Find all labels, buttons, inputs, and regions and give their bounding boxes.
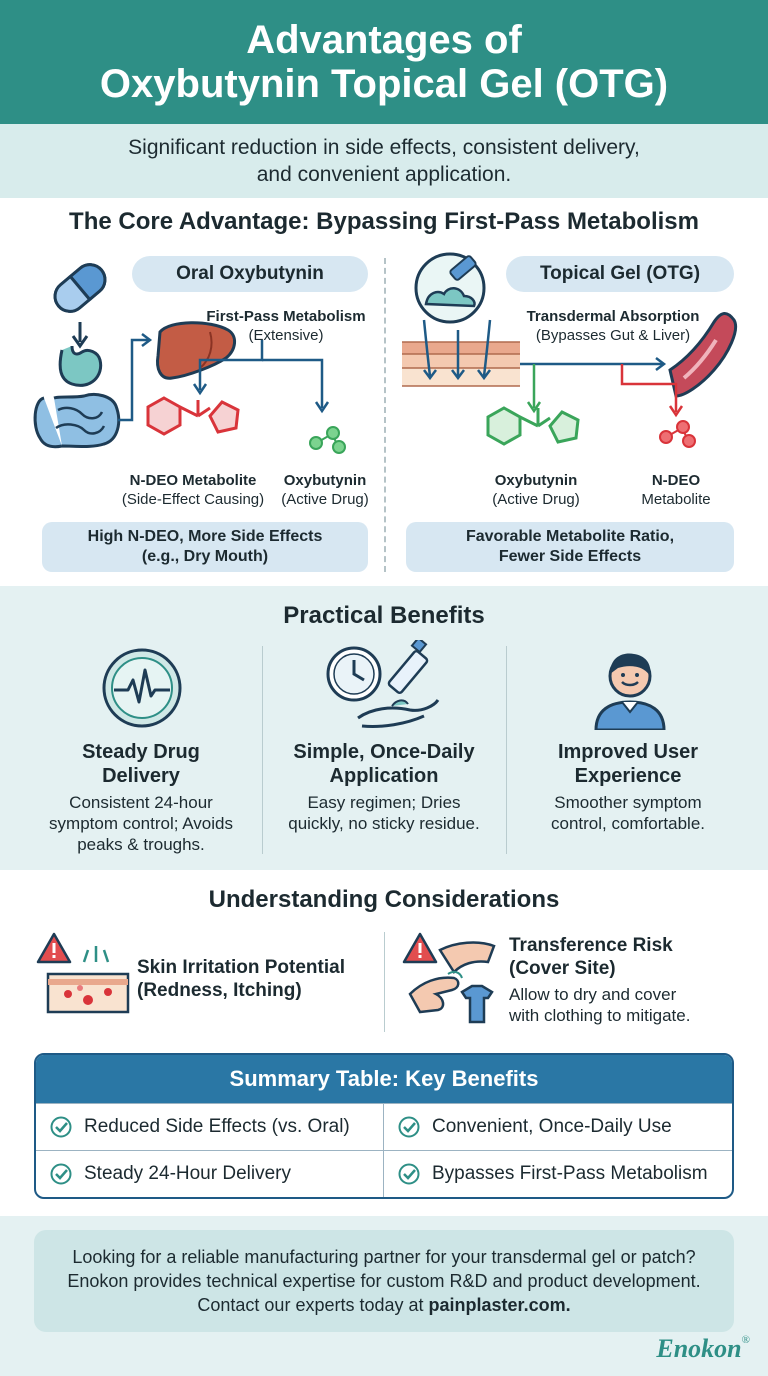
summary-cell-bypasses-first-pass: Bypasses First-Pass Metabolism (384, 1150, 732, 1197)
otg-n-deo-title: N-DEO (651, 472, 701, 489)
page-title-line1: Advantages of (246, 18, 522, 62)
intestine-icon (33, 392, 121, 449)
transdermal-sub: (Bypasses Gut & Liver) (535, 327, 691, 344)
brand-mark: ® (741, 1334, 750, 1346)
subtitle-line1: Significant reduction in side effects, c… (128, 136, 640, 159)
core-section-title: The Core Advantage: Bypassing First-Pass… (69, 208, 699, 235)
otg-oxybutynin-label: Oxybutynin (Active Drug) (474, 471, 598, 509)
oral-result-line1: High N-DEO, More Side Effects (87, 528, 323, 545)
transference-desc-line2: with clothing to mitigate. (509, 1006, 691, 1025)
otg-n-deo-molecule-icon (659, 420, 696, 448)
brand-name: Enokon (656, 1334, 742, 1363)
practical-divider-2 (506, 646, 507, 854)
brand-logo: Enokon® (656, 1334, 750, 1364)
summary-cell-text: Reduced Side Effects (vs. Oral) (84, 1116, 350, 1137)
oral-oxybutynin-label: Oxybutynin (Active Drug) (272, 471, 378, 509)
page-title-line2: Oxybutynin Topical Gel (OTG) (99, 62, 669, 106)
liver-icon (156, 321, 236, 380)
n-deo-metabolite-label: N-DEO Metabolite (Side-Effect Causing) (108, 471, 278, 509)
summary-cell-reduced-side-effects: Reduced Side Effects (vs. Oral) (36, 1103, 384, 1150)
considerations-title: Understanding Considerations (208, 886, 560, 913)
first-pass-title: First-Pass Metabolism (206, 308, 366, 325)
summary-cell-text: Convenient, Once-Daily Use (432, 1116, 672, 1137)
header-banner: Advantages of Oxybutynin Topical Gel (OT… (0, 0, 768, 124)
subtitle-band: Significant reduction in side effects, c… (0, 124, 768, 198)
transference-text: Transference Risk(Cover Site) Allow to d… (509, 934, 749, 1026)
skin-irritation-text: Skin Irritation Potential(Redness, Itchi… (137, 956, 377, 1002)
transdermal-title: Transdermal Absorption (526, 308, 700, 325)
oral-drug-sub: (Active Drug) (281, 491, 369, 508)
practical-divider-1 (262, 646, 263, 854)
summary-cell-text: Steady 24-Hour Delivery (84, 1163, 291, 1184)
oral-pill-label: Oral Oxybutynin (132, 256, 368, 292)
n-deo-molecule-icon (146, 396, 240, 436)
transference-title: Transference Risk (509, 935, 673, 956)
n-deo-sub: (Side-Effect Causing) (121, 491, 265, 508)
page-subtitle: Significant reduction in side effects, c… (128, 134, 640, 188)
heartbeat-icon (102, 648, 182, 728)
otg-oxybutynin-molecule-icon (486, 406, 580, 446)
clock-and-tube-icon (326, 640, 440, 728)
skin-irritation-title: Skin Irritation Potential (137, 957, 345, 978)
practical-title: Practical Benefits (283, 602, 485, 629)
n-deo-title: N-DEO Metabolite (129, 472, 257, 489)
skin-layers-icon (402, 341, 520, 387)
oral-result-line2: (e.g., Dry Mouth) (141, 548, 269, 565)
oral-result-box: High N-DEO, More Side Effects (e.g., Dry … (42, 522, 368, 572)
check-circle-icon (398, 1116, 420, 1138)
check-circle-icon (398, 1163, 420, 1185)
transference-desc-line1: Allow to dry and cover (509, 985, 677, 1004)
summary-cell-once-daily: Convenient, Once-Daily Use (384, 1103, 732, 1150)
topical-result-line1: Favorable Metabolite Ratio, (465, 528, 675, 545)
oxybutynin-molecule-icon (309, 426, 346, 454)
cta-box: Looking for a reliable manufacturing par… (34, 1230, 734, 1332)
cta-body: Looking for a reliable manufacturing par… (67, 1247, 701, 1315)
otg-drug-sub: (Active Drug) (492, 491, 580, 508)
skin-irritation-sub: (Redness, Itching) (137, 980, 302, 1001)
core-divider (384, 258, 386, 572)
summary-cell-text: Bypasses First-Pass Metabolism (432, 1163, 708, 1184)
summary-cell-steady-delivery: Steady 24-Hour Delivery (36, 1150, 384, 1197)
topical-pathway-illustration (402, 252, 737, 448)
first-pass-label: First-Pass Metabolism (Extensive) (188, 307, 384, 345)
cta-link[interactable]: painplaster.com. (428, 1295, 571, 1315)
topical-result-box: Favorable Metabolite Ratio, Fewer Side Ef… (406, 522, 734, 572)
capsule-icon (53, 263, 107, 313)
otg-drug-title: Oxybutynin (494, 472, 578, 489)
summary-table-title: Summary Table: Key Benefits (36, 1055, 732, 1103)
stomach-icon (58, 345, 103, 387)
subtitle-line2: and convenient application. (256, 163, 512, 186)
gel-application-icon (414, 252, 486, 324)
user-avatar-icon (594, 653, 666, 730)
otg-n-deo-sub: Metabolite (641, 491, 711, 508)
topical-result-line2: Fewer Side Effects (498, 548, 642, 565)
cta-text: Looking for a reliable manufacturing par… (54, 1245, 714, 1317)
transference-icon (402, 932, 496, 1024)
considerations-divider (384, 932, 385, 1032)
oral-pathway-illustration (33, 263, 346, 454)
check-circle-icon (50, 1163, 72, 1185)
transdermal-label: Transdermal Absorption (Bypasses Gut & L… (502, 307, 724, 345)
transference-sub: (Cover Site) (509, 958, 616, 979)
first-pass-sub: (Extensive) (248, 327, 324, 344)
skin-irritation-icon (36, 932, 130, 1014)
topical-pill-label: Topical Gel (OTG) (506, 256, 734, 292)
otg-n-deo-label: N-DEO Metabolite (626, 471, 726, 509)
check-circle-icon (50, 1116, 72, 1138)
oral-drug-title: Oxybutynin (283, 472, 367, 489)
summary-table: Summary Table: Key Benefits Reduced Side… (34, 1053, 734, 1199)
